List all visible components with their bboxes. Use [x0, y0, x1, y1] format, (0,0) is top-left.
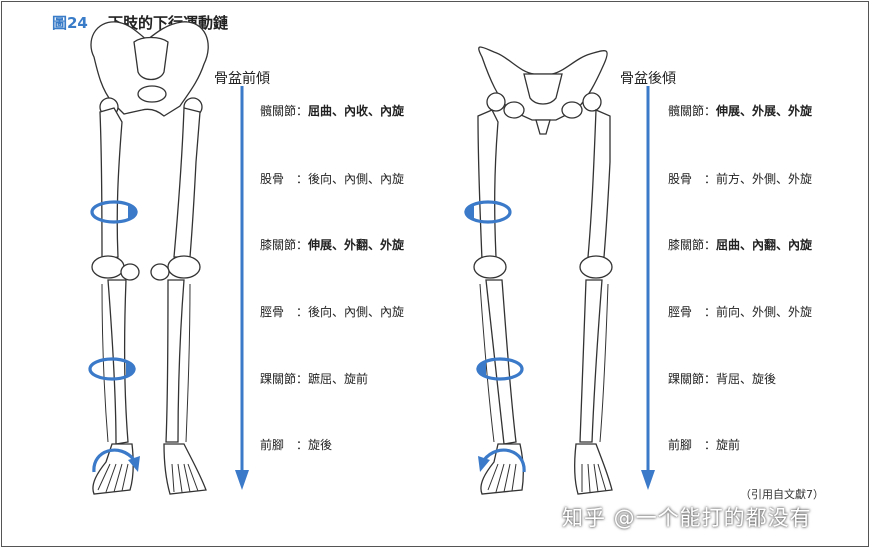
motion-row: 膝關節：伸展、外翻、外旋: [260, 236, 404, 253]
sacrum: [134, 38, 168, 80]
femur-right: [588, 110, 610, 257]
skeleton-anterior-tilt: [72, 2, 232, 502]
motion-label: 前腳 ：: [668, 436, 716, 453]
femoral-head-left: [487, 93, 505, 111]
motion-value: 前方、外側、外旋: [716, 170, 812, 187]
femur-left: [100, 108, 122, 260]
motion-label: 踝關節：: [668, 370, 716, 387]
motion-label: 股骨 ：: [260, 170, 308, 187]
motion-label: 踝關節：: [260, 370, 308, 387]
fibula-left: [102, 284, 108, 442]
motion-value: 後向、內側、內旋: [308, 170, 404, 187]
femur-left: [478, 110, 498, 260]
motion-value: 背屈、旋後: [716, 370, 776, 387]
motion-value: 旋前: [716, 436, 740, 453]
motion-row: 脛骨 ：後向、內側、內旋: [260, 303, 404, 320]
tibia-right: [166, 280, 184, 442]
motion-label: 髖關節：: [260, 102, 308, 119]
motion-row: 膝關節：屈曲、內翻、內旋: [668, 236, 812, 253]
motion-value: 蹠屈、旋前: [308, 370, 368, 387]
knee-right: [580, 256, 612, 278]
motion-row: 踝關節：背屈、旋後: [668, 370, 776, 387]
motion-label: 膝關節：: [260, 236, 308, 253]
patella-right: [151, 264, 169, 280]
motion-value: 旋後: [308, 436, 332, 453]
foot-right: [575, 444, 612, 494]
knee-left: [474, 256, 506, 278]
motion-label: 髖關節：: [668, 102, 716, 119]
motion-value: 伸展、外展、外旋: [716, 102, 812, 119]
obturator-right: [562, 102, 582, 118]
motion-value: 屈曲、內收、內旋: [308, 102, 404, 119]
femur-right: [174, 108, 200, 257]
motion-value: 後向、內側、內旋: [308, 303, 404, 320]
chain-arrow-anterior: [232, 86, 252, 494]
patella-left: [121, 264, 139, 280]
reference-note: （引用自文獻7）: [740, 486, 824, 502]
motion-row: 髖關節：伸展、外展、外旋: [668, 102, 812, 119]
motion-value: 前向、外側、外旋: [716, 303, 812, 320]
motion-row: 脛骨 ：前向、外側、外旋: [668, 303, 812, 320]
column-title-posterior-tilt: 骨盆後傾: [620, 68, 676, 88]
knee-left: [92, 256, 124, 278]
watermark: 知乎 @一个能打的都没有: [562, 502, 812, 532]
motion-label: 股骨 ：: [668, 170, 716, 187]
femoral-head-right: [583, 93, 601, 111]
obturator-left: [504, 102, 524, 118]
skeleton-posterior-tilt: [464, 2, 624, 502]
pubis: [138, 86, 166, 102]
motion-label: 脛骨 ：: [668, 303, 716, 320]
motion-label: 脛骨 ：: [260, 303, 308, 320]
motion-row: 前腳 ：旋前: [668, 436, 740, 453]
motion-value: 屈曲、內翻、內旋: [716, 236, 812, 253]
column-title-anterior-tilt: 骨盆前傾: [214, 68, 270, 88]
chain-arrow-posterior: [638, 86, 658, 494]
motion-row: 股骨 ：後向、內側、內旋: [260, 170, 404, 187]
motion-label: 前腳 ：: [260, 436, 308, 453]
motion-row: 前腳 ：旋後: [260, 436, 332, 453]
motion-row: 髖關節：屈曲、內收、內旋: [260, 102, 404, 119]
motion-label: 膝關節：: [668, 236, 716, 253]
knee-right: [168, 256, 200, 278]
motion-value: 伸展、外翻、外旋: [308, 236, 404, 253]
coccyx: [536, 120, 550, 134]
fibula-right: [186, 284, 190, 442]
fibula-right: [600, 284, 608, 442]
motion-row: 股骨 ：前方、外側、外旋: [668, 170, 812, 187]
motion-row: 踝關節：蹠屈、旋前: [260, 370, 368, 387]
tibia-right: [580, 280, 602, 442]
